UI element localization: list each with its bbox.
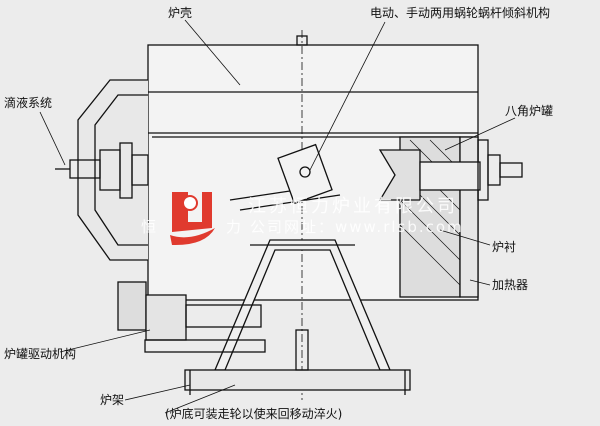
watermark-char-1: 恒 [141,218,159,236]
right-shaft [499,162,523,178]
left-coupling [131,154,149,186]
leader-line [439,229,491,246]
label-shell: 炉壳 [168,6,193,20]
octagonal-retort [378,149,421,201]
leader-line [309,21,386,171]
leader-line [184,19,241,86]
tilt-pivot [299,166,311,178]
label-note: (炉底可装走轮以使来回移动淬火) [165,407,343,421]
leader-line [124,384,191,401]
tilt-mechanism [277,143,333,205]
label-frame: 炉架 [100,393,125,407]
watermark-website: 公司网址：www.rlsb.com [250,218,464,236]
watermark-company: 江苏恒力炉业有限公司 [248,196,458,217]
label-lining: 炉衬 [492,240,517,254]
drive-shaft [185,304,262,328]
label-octagonal-retort: 八角炉罐 [505,104,554,118]
label-tilt-mechanism: 电动、手动两用蜗轮蜗杆倾斜机构 [370,6,551,20]
leader-line [39,111,66,166]
drip-system-inner [94,94,148,246]
drive-mount [144,339,266,353]
leader-line [59,329,151,353]
frame-post [295,329,309,371]
label-retort-drive: 炉罐驱动机构 [4,347,77,361]
leader-line [164,384,236,414]
leader-line [469,279,491,286]
label-drip-system: 滴液系统 [4,96,53,110]
leader-line [444,117,516,151]
label-heater: 加热器 [492,278,529,292]
watermark-char-2: 力 [226,218,244,236]
retort-neck [419,161,481,191]
